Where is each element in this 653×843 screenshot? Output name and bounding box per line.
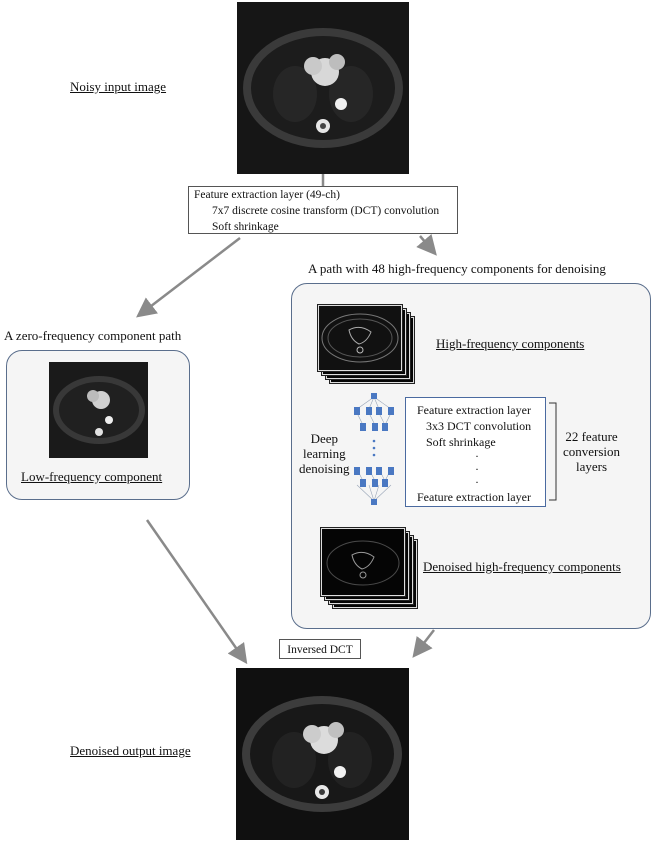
layers-bracket — [549, 402, 557, 501]
inversed-dct-box: Inversed DCT — [279, 639, 361, 659]
inner-line1: Feature extraction layer — [417, 403, 531, 417]
inner-line-last: Feature extraction layer — [417, 490, 531, 504]
denoised-output-image — [236, 668, 409, 840]
denoised-high-frequency-label: Denoised high-frequency components — [423, 559, 621, 574]
feature-box-top-line3: Soft shrinkage — [212, 221, 279, 233]
low-frequency-label: Low-frequency component — [21, 469, 163, 484]
ct-scan-denoised — [236, 668, 409, 840]
inner-dot1: · — [475, 449, 479, 463]
feature-box-top-line2: 7x7 discrete cosine transform (DCT) conv… — [212, 205, 440, 217]
feature-conversion-line2: conversion — [563, 444, 621, 459]
arrow-to-zero-path — [136, 237, 241, 318]
ct-scan-denoised-high-frequency — [322, 529, 404, 595]
ct-scan-high-frequency — [319, 306, 401, 370]
inner-dot3: · — [475, 475, 479, 489]
low-frequency-image — [49, 362, 148, 458]
noisy-input-label: Noisy input image — [70, 79, 167, 94]
zero-path-heading: A zero-frequency component path — [4, 328, 182, 343]
denoised-output-label: Denoised output image — [70, 743, 191, 758]
feature-box-top-line1: Feature extraction layer (49-ch) — [194, 189, 340, 201]
inversed-dct-label: Inversed DCT — [287, 644, 353, 656]
arrow-low-to-output — [145, 519, 248, 665]
denoised-high-frequency-stack — [321, 528, 417, 608]
deep-learning-line3: denoising — [299, 461, 350, 476]
feature-conversion-label: 22 feature conversion layers — [563, 429, 620, 474]
inner-line3: Soft shrinkage — [426, 435, 496, 449]
feature-extraction-box-inner: Feature extraction layer 3x3 DCT convolu… — [405, 397, 546, 507]
high-path-heading: A path with 48 high-frequency components… — [308, 261, 606, 276]
arrow-high-to-output — [412, 629, 435, 658]
ct-scan-noisy — [237, 2, 409, 174]
neural-network-icon — [354, 393, 394, 505]
deep-learning-line2: learning — [302, 446, 346, 461]
deep-learning-label: Deep learning denoising — [299, 431, 350, 476]
feature-conversion-line1: 22 feature — [565, 429, 618, 444]
inner-line2: 3x3 DCT convolution — [426, 419, 532, 433]
high-frequency-label: High-frequency components — [436, 336, 585, 351]
high-frequency-image-stack — [318, 305, 414, 383]
ct-scan-low-frequency — [49, 362, 148, 458]
arrow-to-high-path — [416, 234, 437, 256]
deep-learning-line1: Deep — [310, 431, 338, 446]
noisy-input-image — [237, 2, 409, 174]
feature-extraction-box-top: Feature extraction layer (49-ch) 7x7 dis… — [188, 186, 458, 234]
inner-dot2: · — [475, 462, 479, 476]
feature-conversion-line3: layers — [576, 459, 608, 474]
